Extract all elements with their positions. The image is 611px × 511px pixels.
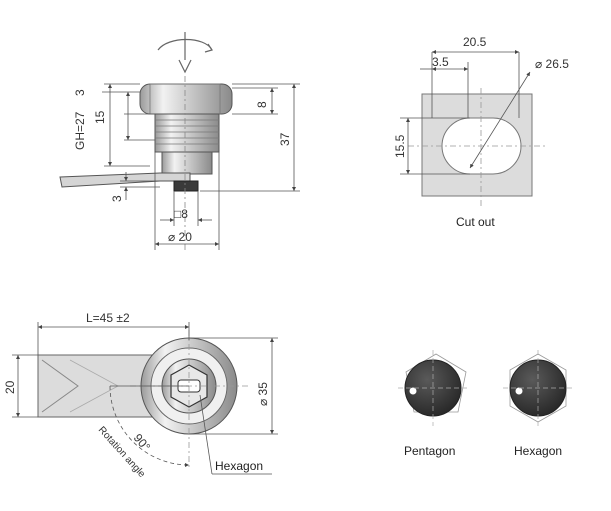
dim-gh: GH=27 — [73, 111, 87, 150]
dim-dia-20: ⌀ 20 — [168, 230, 192, 244]
dim-top-3: 3 — [73, 89, 87, 96]
dim-37: 37 — [278, 132, 292, 146]
key-variants: Pentagon Hexagon — [398, 350, 574, 458]
pentagon-key — [398, 350, 470, 426]
cutout-view: 20.5 3.5 ⌀ 26.5 15.5 Cut out — [393, 35, 569, 229]
rotation-arrow-icon — [157, 32, 213, 74]
dim-15-5: 15.5 — [393, 134, 407, 158]
dim-dia-35: ⌀ 35 — [256, 382, 270, 406]
nut — [173, 180, 199, 192]
side-view: GH=27 3 15 8 37 3 □8 ⌀ 20 — [59, 32, 300, 252]
dim-square-8: □8 — [174, 207, 188, 221]
dim-dia-26-5: ⌀ 26.5 — [535, 57, 569, 71]
lock-body — [161, 151, 213, 175]
dim-15: 15 — [93, 110, 107, 124]
dim-3-5: 3.5 — [432, 55, 449, 69]
pentagon-label: Pentagon — [404, 444, 455, 458]
hexagon-key — [503, 350, 574, 426]
cam-lever — [59, 172, 191, 188]
hexagon-label: Hexagon — [215, 459, 263, 473]
dim-bottom-3: 3 — [110, 195, 124, 202]
dim-8: 8 — [255, 101, 269, 108]
dim-20-height: 20 — [3, 380, 17, 394]
front-view: L=45 ±2 20 ⌀ 35 90° Rotation angle Hexag… — [3, 311, 278, 480]
hexagon-variant-label: Hexagon — [514, 444, 562, 458]
dim-length: L=45 ±2 — [86, 311, 130, 325]
lock-head — [139, 83, 233, 115]
angle-90: 90° — [131, 431, 154, 454]
cutout-caption: Cut out — [456, 215, 495, 229]
dim-20-5: 20.5 — [463, 35, 487, 49]
